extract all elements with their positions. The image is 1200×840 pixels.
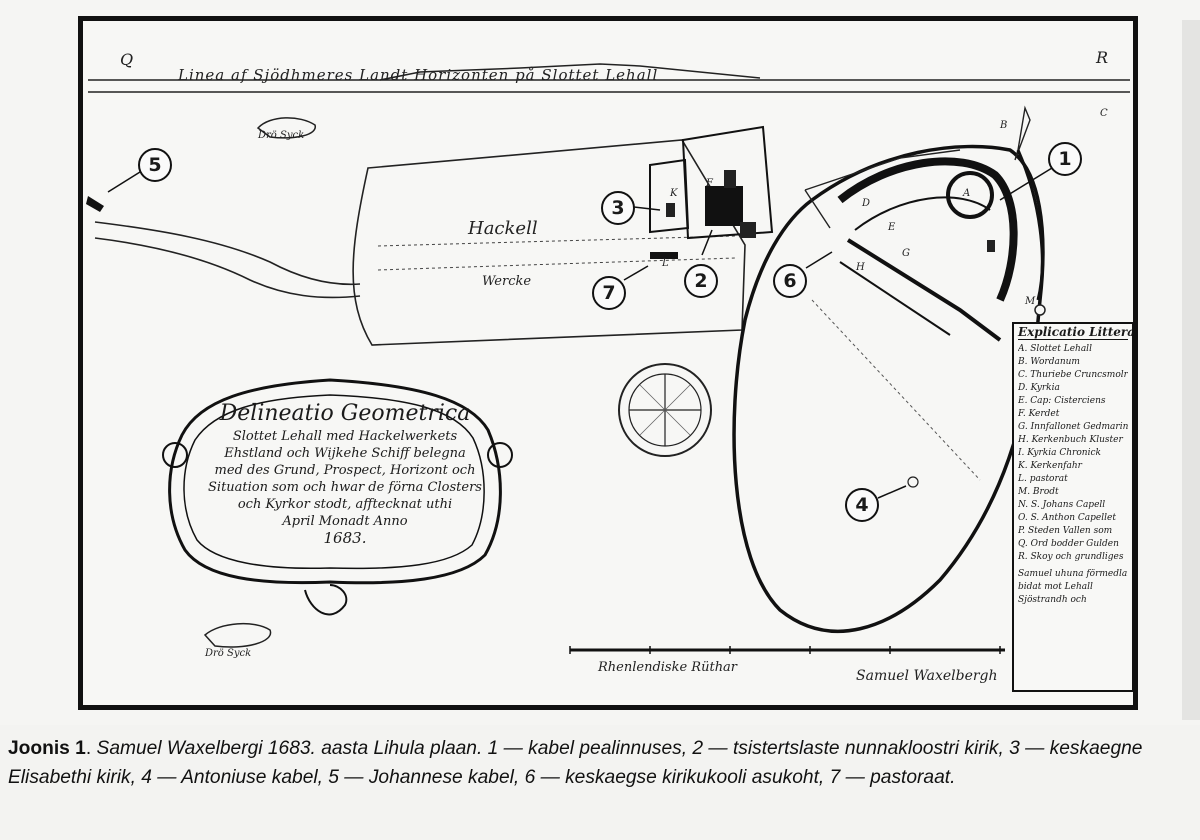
cartouche-line: 1683.: [323, 529, 367, 547]
page-edge-shadow: [1182, 20, 1200, 720]
site-letter-e: E: [888, 222, 896, 233]
site-letter-k: K: [670, 188, 678, 199]
cartouche-line: Situation som och hwar de förna Closters: [208, 480, 482, 495]
site-letter-d: D: [862, 198, 871, 209]
legend-item: R. Skoy och grundliges: [1018, 552, 1124, 562]
legend-item: K. Kerkenfahr: [1018, 461, 1082, 471]
cartouche-line: Slottet Lehall med Hackelwerkets: [232, 429, 458, 444]
figure-caption: Joonis 1. Samuel Waxelbergi 1683. aasta …: [8, 734, 1194, 792]
marker-5: 5: [138, 148, 172, 182]
legend-item: E. Cap: Cisterciens: [1018, 396, 1106, 406]
legend-item: I. Kyrkia Chronick: [1018, 448, 1101, 458]
sketch-label-bottom: Drö Syck: [205, 648, 252, 659]
marker-3: 3: [601, 191, 635, 225]
caption-text: Samuel Waxelbergi 1683. aasta Lihula pla…: [8, 738, 1143, 788]
scanned-map-page: Q R Linea af Sjödhmeres Landt Horizonten…: [78, 16, 1200, 720]
legend-note: bidat mot Lehall: [1018, 582, 1093, 592]
hackell-label: Hackell: [468, 218, 538, 239]
site-letter-h: H: [856, 262, 865, 273]
legend-item: N. S. Johans Capell: [1018, 500, 1106, 510]
marker-7: 7: [592, 276, 626, 310]
caption-separator: .: [85, 738, 97, 759]
legend-title: Explicatio Littera: [1018, 325, 1134, 340]
site-letter-l: L: [662, 258, 669, 269]
legend-item: M. Brodt: [1018, 487, 1059, 497]
horizon-title: Linea af Sjödhmeres Landt Horizonten på …: [178, 66, 659, 84]
site-letter-g: G: [902, 248, 910, 259]
caption-label: Joonis 1: [8, 738, 86, 759]
scale-label: Rhenlendiske Rüthar: [598, 660, 738, 675]
site-letter-b: B: [1000, 120, 1008, 131]
title-cartouche: Delineatio Geometrica Slottet Lehall med…: [200, 400, 490, 580]
legend-item: F. Kerdet: [1018, 409, 1060, 419]
map-drawing: [86, 63, 1130, 654]
legend-item: H. Kerkenbuch Kluster: [1018, 435, 1123, 445]
legend-item: B. Wordanum: [1018, 357, 1080, 367]
legend-note: Sjöstrandh och: [1018, 595, 1087, 605]
signature: Samuel Waxelbergh: [856, 668, 998, 684]
site-letter-f: F: [706, 178, 713, 189]
sketch-label-top: Drö Syck: [258, 130, 305, 141]
site-letter-c: C: [1100, 108, 1108, 119]
marker-2: 2: [684, 264, 718, 298]
legend-note: Samuel uhuna förmedlan: [1018, 569, 1128, 579]
map-frame: [78, 16, 1138, 710]
legend-item: L. pastorat: [1018, 474, 1068, 484]
legend-item: P. Steden Vallen som: [1018, 526, 1113, 536]
marker-4: 4: [845, 488, 879, 522]
legend-item: A. Slottet Lehall: [1018, 344, 1092, 354]
marker-1: 1: [1048, 142, 1082, 176]
site-letter-m: M: [1025, 296, 1036, 307]
cartouche-line: med des Grund, Prospect, Horizont och: [214, 463, 476, 478]
cartouche-line: April Monadt Anno: [282, 514, 408, 529]
corner-letter-left: Q: [120, 50, 134, 69]
legend-box: Explicatio Littera A. Slottet Lehall B. …: [1012, 322, 1134, 692]
wercke-label: Wercke: [482, 274, 532, 289]
legend-item: Q. Ord bodder Gulden: [1018, 539, 1119, 549]
legend-item: D. Kyrkia: [1018, 383, 1060, 393]
cartouche-line: Delineatio Geometrica: [219, 401, 471, 426]
legend-item: O. S. Anthon Capellet: [1018, 513, 1116, 523]
legend-item: C. Thuriebe Cruncsmolr: [1018, 370, 1128, 380]
site-letter-a: A: [963, 188, 971, 199]
legend-item: G. Innfallonet Gedmaring: [1018, 422, 1128, 432]
cartouche-line: Ehstland och Wijkehe Schiff belegna: [224, 446, 466, 461]
corner-letter-right: R: [1096, 48, 1109, 67]
cartouche-line: och Kyrkor stodt, afftecknat uthi: [237, 497, 453, 512]
marker-6: 6: [773, 264, 807, 298]
